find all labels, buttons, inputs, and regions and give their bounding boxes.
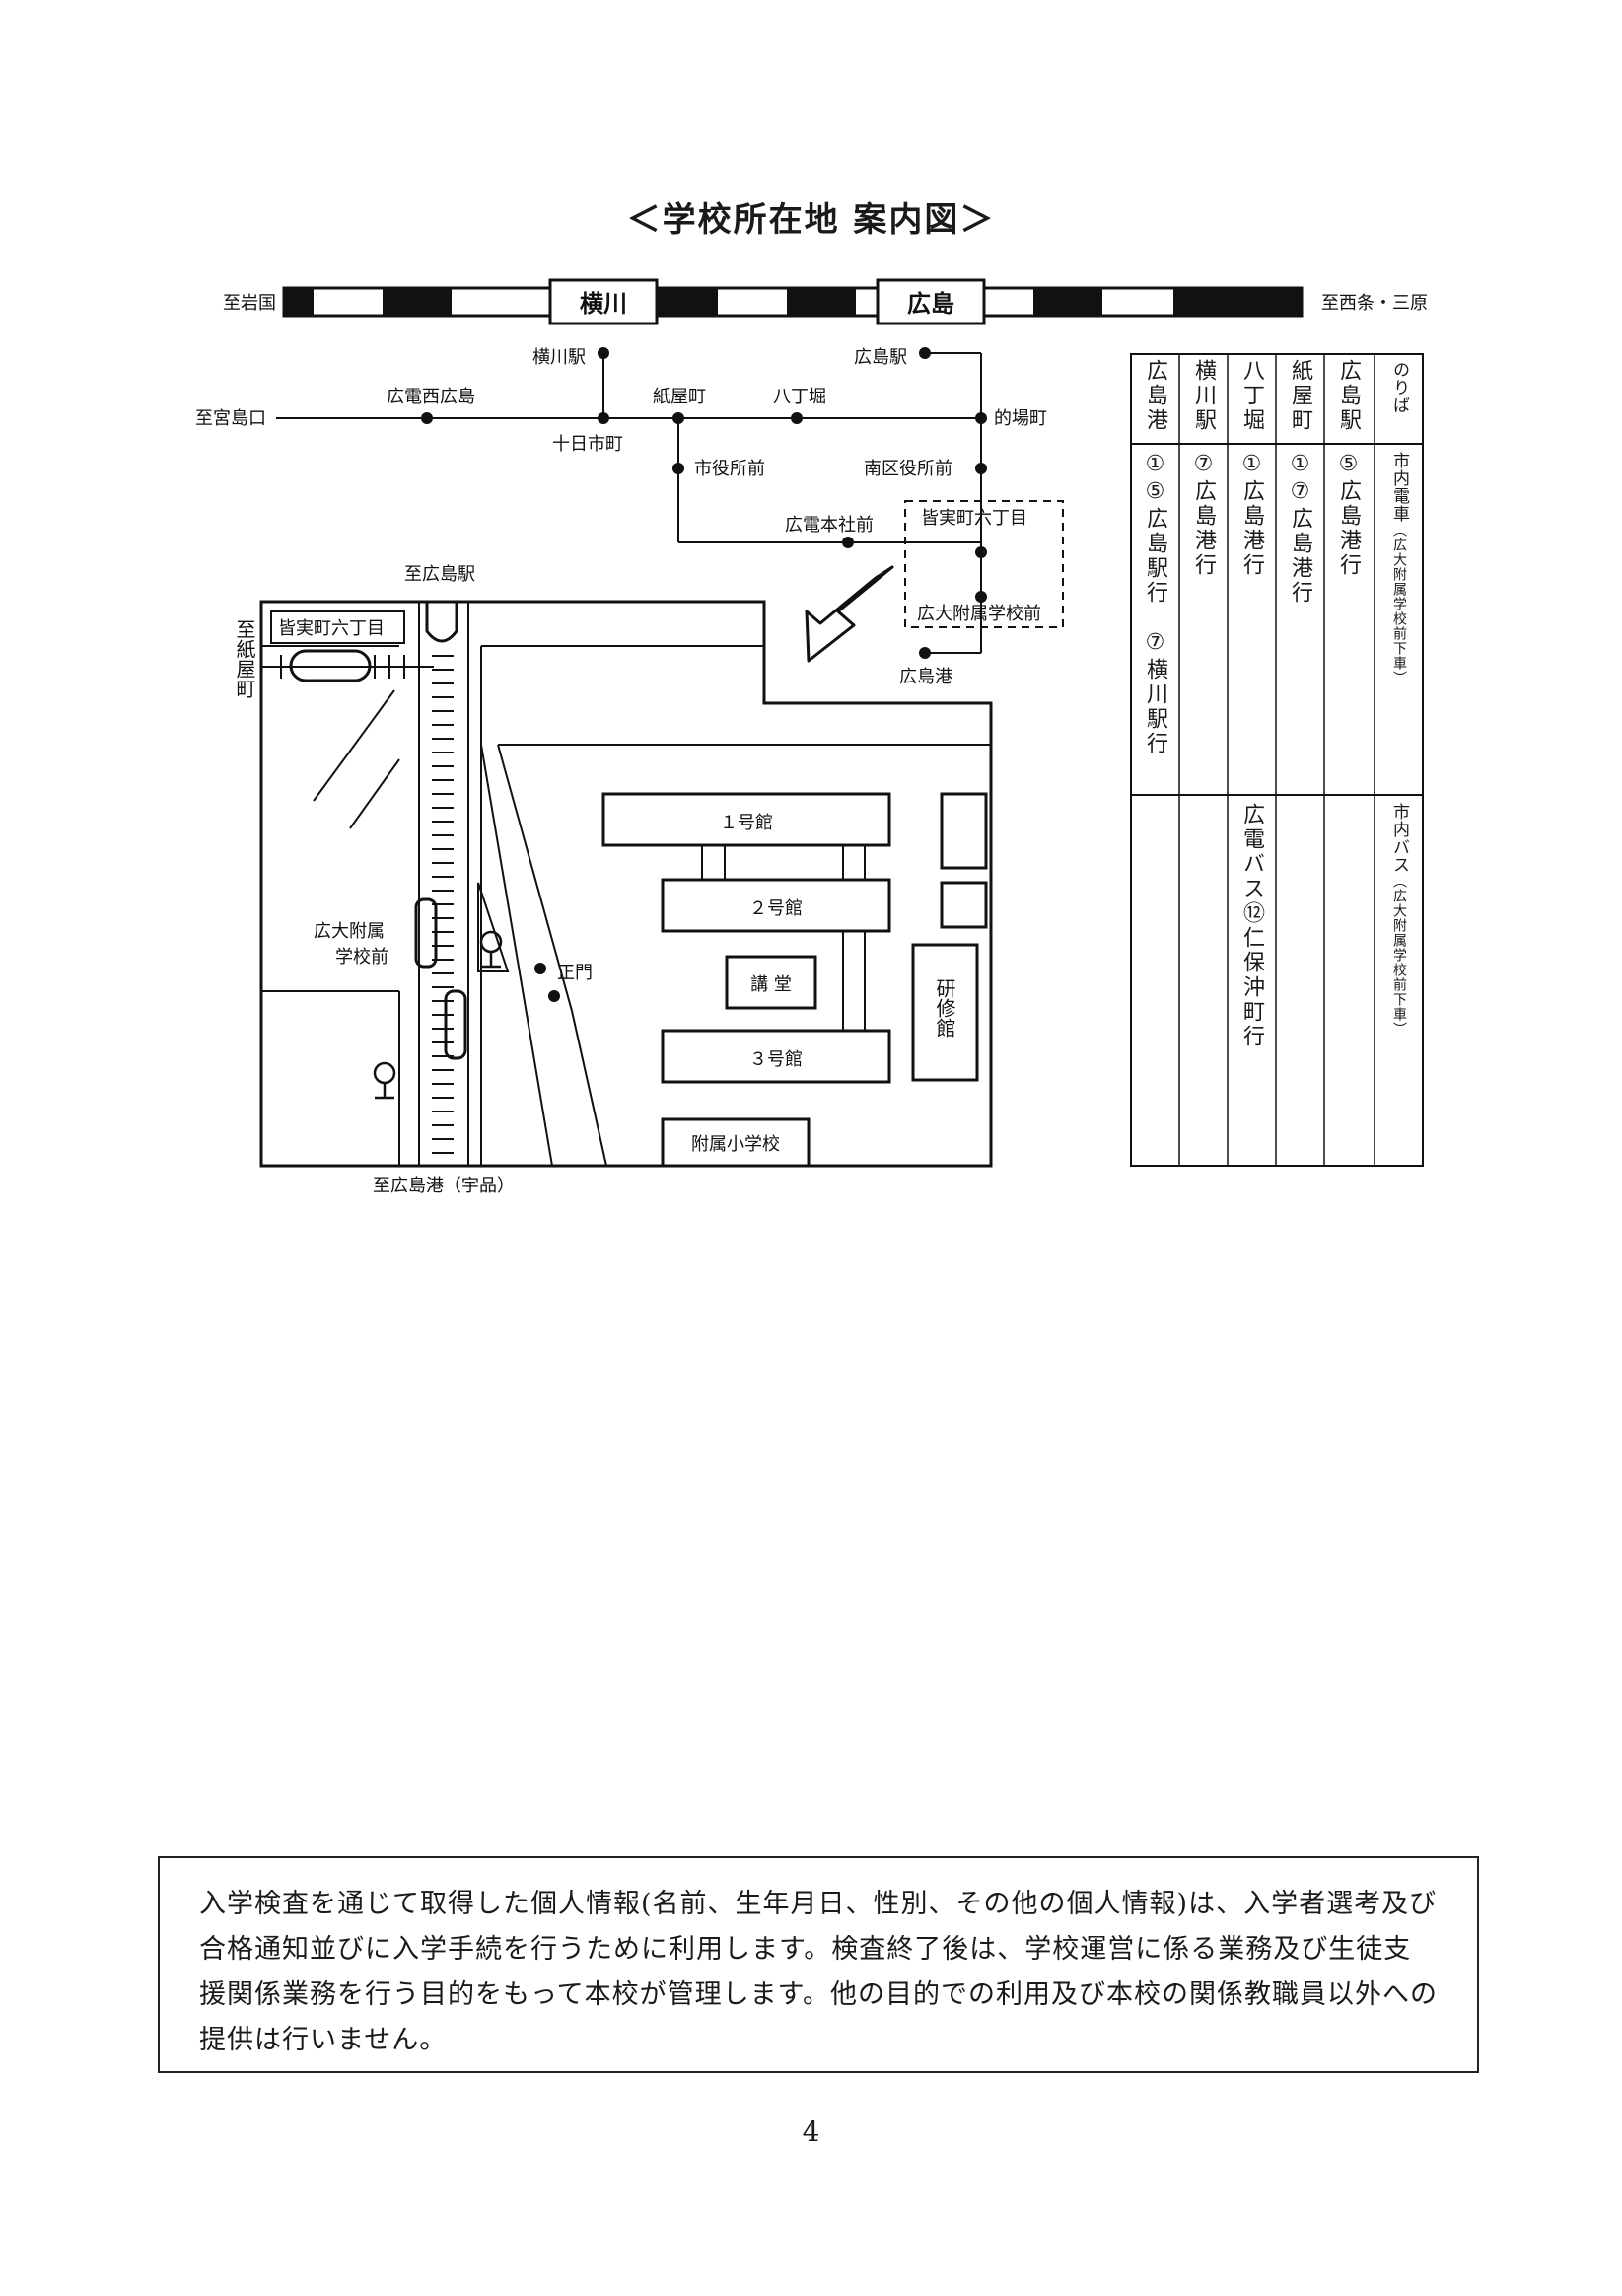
detail-labels: 皆実町六丁目 至広島駅 広大附属 学校前 正門 至広島港（宇品） １号館 ２号館…	[270, 564, 803, 1196]
dot-hiroshima-ko	[919, 647, 931, 659]
dot-minamimachi	[975, 546, 987, 558]
dot-matobacho	[975, 412, 987, 424]
col-hatchobori: 八丁堀 ①広島港行 広電バス⑫仁保沖町行	[1228, 353, 1276, 1167]
col-hiroshima-ko: 広島港 ①⑤広島駅行 ⑦横川駅行	[1131, 353, 1179, 1167]
page-title: ＜学校所在地 案内図＞	[626, 200, 996, 240]
label-hiroshima-ko: 広島港	[899, 667, 952, 687]
label-miyajimaguchi: 至宮島口	[195, 408, 266, 429]
label-nishihiroshima: 広電西広島	[387, 387, 475, 407]
col-yokogawa: 横川駅 ⑦広島港行	[1179, 353, 1228, 1167]
header-yokogawa: 横川駅	[1191, 359, 1216, 433]
detail-building-2: ２号館	[749, 898, 803, 919]
station-yokogawa-box	[548, 278, 659, 325]
privacy-notice: 入学検査を通じて取得した個人情報(名前、生年月日、性別、その他の個人情報)は、入…	[158, 1856, 1479, 2073]
auditorium-box	[725, 955, 817, 1010]
detail-elementary: 附属小学校	[691, 1134, 780, 1155]
gate-dot-2	[548, 990, 560, 1002]
dot-hiroshima-station	[919, 347, 931, 359]
detail-minamimachi: 皆実町六丁目	[278, 618, 385, 639]
dot-shiyakusho	[672, 463, 684, 474]
label-fuzoku: 広大附属学校前	[917, 604, 1041, 624]
dot-minamikuyakusho	[975, 463, 987, 474]
dot-hiroden-honsha	[842, 537, 854, 548]
label-hatchobori: 八丁堀	[773, 387, 826, 407]
dot-fuzoku	[975, 591, 987, 603]
label-tokaichimachi: 十日市町	[552, 434, 623, 455]
tram-network	[276, 352, 1064, 654]
page-number: 4	[802, 2116, 820, 2148]
header-hiroshima-eki: 広島駅	[1336, 359, 1361, 433]
detail-kenshukan: 研修館	[933, 978, 956, 1038]
label-minamikuyakusho: 南区役所前	[864, 459, 952, 479]
detail-building-1: １号館	[720, 813, 773, 833]
jr-rail-line: 横川 広島 至岩国 至西条・三原	[223, 278, 1428, 325]
row-bus: 市内バス（広大附属学校前下車）	[1375, 803, 1423, 1037]
dot-tokaichimachi	[598, 412, 609, 424]
detail-main-gate: 正門	[557, 963, 593, 983]
route-hiroshima-ko: ①⑤広島駅行 ⑦横川駅行	[1143, 452, 1167, 756]
header-kamiyacho: 紙屋町	[1288, 359, 1312, 433]
dot-yokogawa	[598, 347, 609, 359]
route-kamiyacho: ①⑦広島港行	[1288, 452, 1312, 606]
label-matobacho: 的場町	[994, 408, 1047, 429]
label-hiroshima-eki: 広島駅	[854, 347, 907, 368]
detail-auditorium: 講 堂	[750, 974, 792, 995]
col-kamiyacho: 紙屋町 ①⑦広島港行	[1276, 353, 1324, 1167]
dot-nishihiroshima	[421, 412, 433, 424]
label-shiyakusho: 市役所前	[694, 459, 765, 479]
station-hiroshima: 広島	[907, 290, 954, 318]
elementary-box	[661, 1117, 811, 1168]
detail-to-kamiyacho: 至紙屋町	[233, 619, 256, 698]
detail-fuzoku-1: 広大附属	[314, 921, 385, 942]
tram-stop-dots	[421, 347, 987, 659]
route-hatchobori: ①広島港行	[1239, 452, 1264, 578]
label-bus-note: （広大附属学校前下車）	[1391, 874, 1407, 1037]
label-bus: 市内バス	[1389, 803, 1409, 874]
tram-stop-labels: 至宮島口 広電西広島 横川駅 十日市町 紙屋町 八丁堀 広島駅 的場町 市役所前…	[195, 347, 1047, 687]
label-tram-note: （広大附属学校前下車）	[1391, 523, 1407, 685]
detail-building-3: ３号館	[749, 1049, 803, 1070]
col-hiroshima-eki: 広島駅 ⑤広島港行	[1324, 353, 1373, 1167]
gate-dot-1	[534, 963, 546, 974]
row-tram: 市内電車（広大附属学校前下車）	[1375, 452, 1423, 685]
label-tram: 市内電車	[1389, 452, 1409, 523]
rail-left-dest: 至岩国	[223, 293, 276, 314]
dot-hatchobori	[791, 412, 803, 424]
station-hiroshima-box	[876, 278, 986, 325]
rail-right-dest: 至西条・三原	[1321, 293, 1428, 314]
building-2-box	[661, 878, 891, 933]
header-noriba: のりば	[1389, 361, 1409, 414]
col-noriba: のりば 市内電車（広大附属学校前下車） 市内バス（広大附属学校前下車）	[1375, 353, 1423, 1167]
detail-to-hiroshima-station: 至広島駅	[404, 564, 475, 585]
station-yokogawa: 横川	[580, 290, 627, 318]
route-table-grid	[1130, 353, 1424, 1167]
rail-ties	[260, 655, 454, 1154]
label-minamimachi: 皆実町六丁目	[921, 508, 1027, 529]
detail-fuzoku-2: 学校前	[335, 947, 388, 968]
bus-route-hatchobori: 広電バス⑫仁保沖町行	[1239, 803, 1264, 1049]
header-hatchobori: 八丁堀	[1239, 359, 1264, 433]
route-map: 横川 広島 至岩国 至西条・三原 至宮島口 広電西広島 横川駅 十日市町	[195, 278, 1428, 1196]
label-yokogawa-eki: 横川駅	[532, 347, 586, 368]
detail-to-ujina: 至広島港（宇品）	[373, 1176, 515, 1196]
dot-kamiyacho	[672, 412, 684, 424]
header-hiroshima-ko: 広島港	[1143, 359, 1167, 433]
pointer-arrow	[805, 565, 894, 663]
route-table: 広島港 ①⑤広島駅行 ⑦横川駅行 横川駅 ⑦広島港行 八丁堀 ①広島港行 広電バ…	[1130, 353, 1424, 1167]
building-1-box	[601, 792, 891, 847]
building-3-box	[661, 1029, 891, 1084]
label-kamiyacho: 紙屋町	[653, 387, 706, 407]
route-hiroshima-eki: ⑤広島港行	[1336, 452, 1361, 578]
kenshukan-box	[911, 943, 979, 1082]
label-hiroden-honsha: 広電本社前	[785, 515, 874, 536]
detail-map	[259, 600, 993, 1168]
route-yokogawa: ⑦広島港行	[1191, 452, 1216, 578]
